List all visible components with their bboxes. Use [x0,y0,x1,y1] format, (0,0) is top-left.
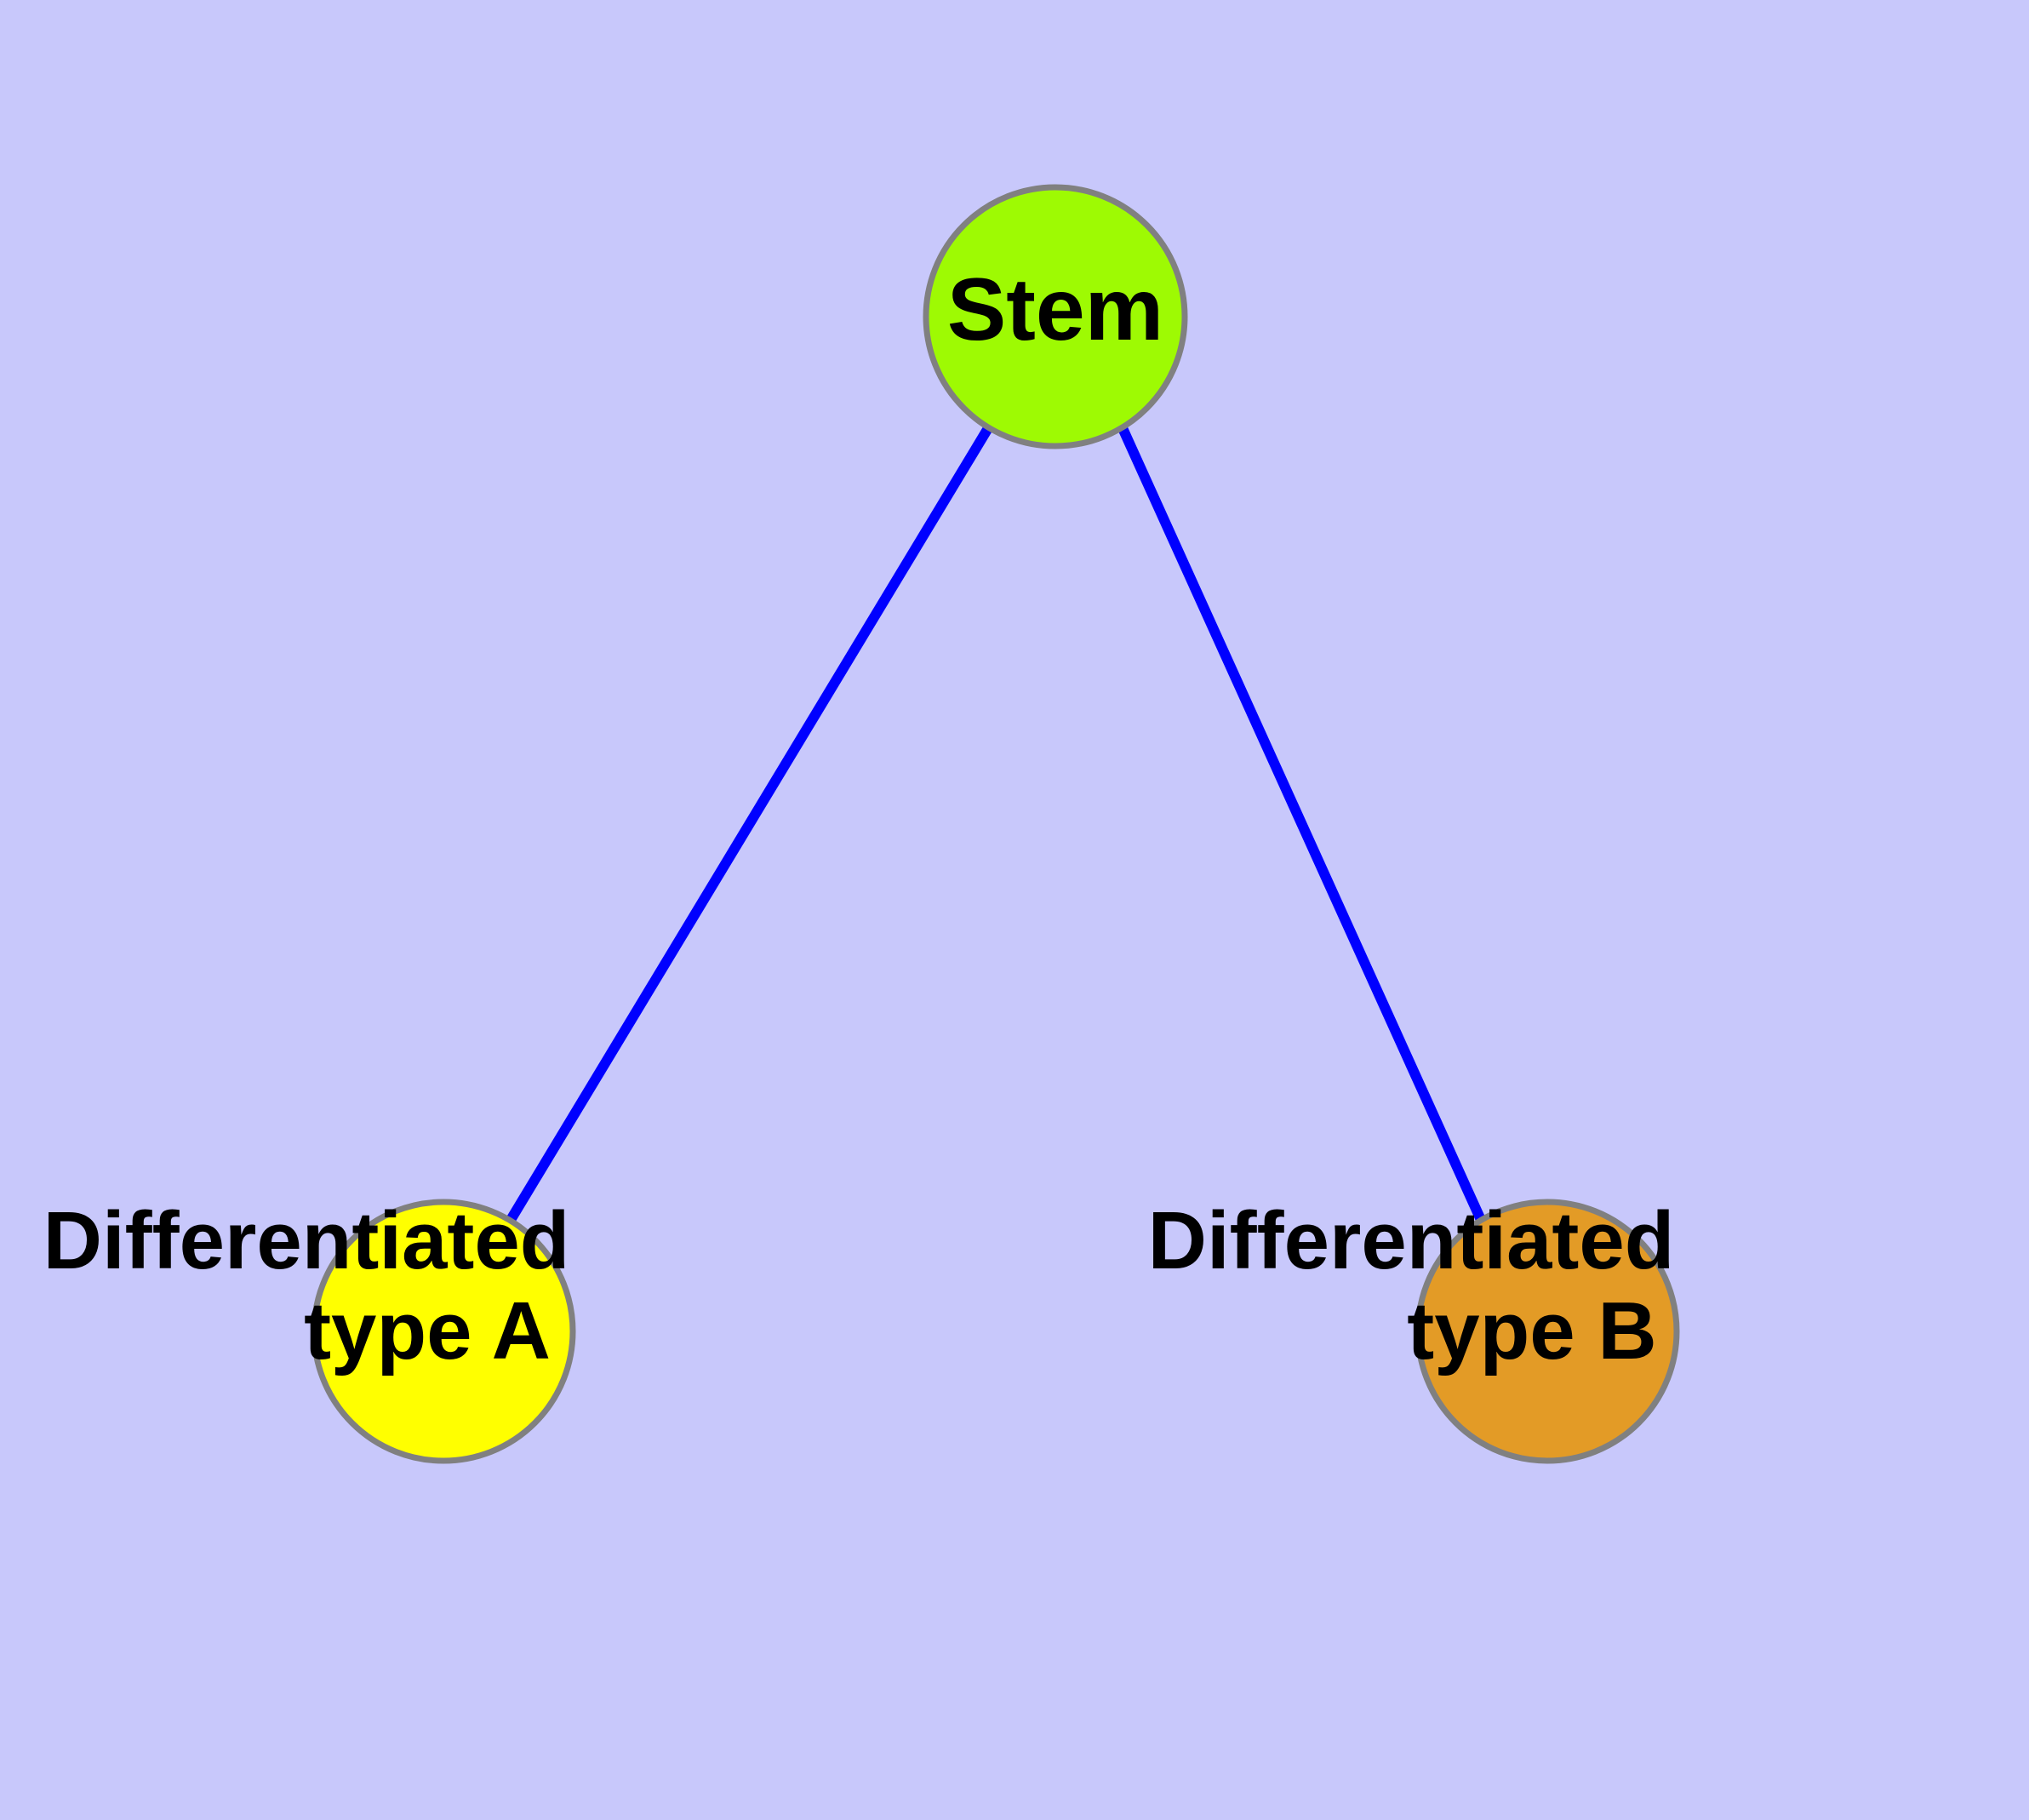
label-line: type B [1407,1285,1656,1376]
edge-stem-to-diff-a [506,425,993,1223]
edge-layer [506,425,1486,1223]
node-diff-b-circle[interactable] [1415,1199,1680,1464]
label-line: Stem [947,260,1163,359]
label-line: type A [304,1285,551,1376]
node-stem-circle[interactable] [923,184,1188,449]
label-line: Differentiated [43,1195,570,1286]
edge-stem-to-diff-b [1117,426,1486,1222]
node-layer [311,184,1680,1464]
node-stem-label: Stem [947,260,1163,359]
label-line: Differentiated [1148,1195,1675,1286]
node-diff-a-circle[interactable] [311,1199,576,1464]
